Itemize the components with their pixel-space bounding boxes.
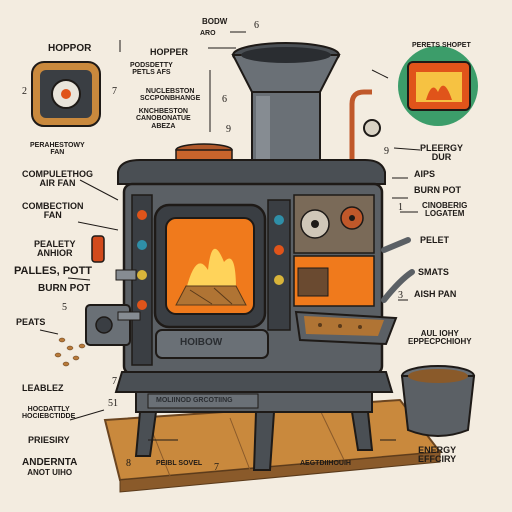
front-plate-text: HOIBOW xyxy=(180,337,223,348)
label-andernta: ANDERNTA ANOT UIHO xyxy=(22,457,78,477)
label-podsdetty-b: PETLS AFS xyxy=(132,69,171,77)
label-aul: AUL IOHY EPPECPCHIOHY xyxy=(408,329,472,347)
ash-pan-drawer xyxy=(294,310,398,346)
label-compul: COMPULETHOG AIR FAN xyxy=(22,169,93,189)
label-burn-pot-right: BURN POT xyxy=(414,185,461,195)
label-burn-pot-left: BURN POT xyxy=(38,283,91,294)
label-knbest: KNCHBESTON CANOBONATUE ABEZA xyxy=(136,108,191,130)
ref-number: 9 xyxy=(226,124,231,135)
fire-door xyxy=(153,203,267,329)
ref-number: 8 xyxy=(126,458,131,469)
label-top-center-b: ARO xyxy=(200,30,216,37)
ref-number: 7 xyxy=(214,462,219,473)
label-combection: COMBECTION FAN xyxy=(22,201,84,221)
stove-top xyxy=(117,159,386,185)
label-andernta-a: ANDERNTA xyxy=(22,457,78,468)
label-hopper-left: HOPPOR xyxy=(48,43,92,54)
label-knbest-a: KNCHBESTON xyxy=(138,108,188,115)
label-pleergy-b: DUR xyxy=(431,152,452,163)
label-cinoberig-b: LOGATEM xyxy=(424,209,465,219)
label-aish-pan: AISH PAN xyxy=(414,289,457,299)
ref-number: 9 xyxy=(384,146,389,157)
label-perhesto-b: FAN xyxy=(50,149,65,157)
label-hocdat-b: HOCIEBCTIDDE xyxy=(22,413,76,421)
label-pelet: PELET xyxy=(420,235,450,245)
auger-feeder xyxy=(85,304,141,346)
label-combection-b: FAN xyxy=(43,210,62,221)
label-energy: ENERGY EFFCIRY xyxy=(418,445,457,465)
ref-number: 51 xyxy=(108,398,118,409)
label-nucleber-a: NUCLEBSTON xyxy=(145,88,195,95)
leader-lines xyxy=(39,31,421,441)
burn-chamber xyxy=(293,255,375,307)
leg-right xyxy=(350,411,374,451)
ref-number: 3 xyxy=(398,290,403,301)
label-hocdat: HOCDATTLY HOCIEBCTIDDE xyxy=(22,406,75,421)
label-pealety: PEALETY ANHIOR xyxy=(34,239,76,259)
side-handle xyxy=(381,237,415,303)
pellet-inset xyxy=(398,46,478,126)
fan-cutaway xyxy=(293,194,375,254)
label-andernta-b: ANOT UIHO xyxy=(27,467,73,477)
label-energy-b: EFFCIRY xyxy=(418,454,457,465)
label-compul-a: COMPULETHOG xyxy=(22,169,93,179)
ash-bucket xyxy=(400,365,476,437)
hopper-inset xyxy=(31,61,101,127)
leg-mid xyxy=(252,411,276,471)
label-cinoberig: CINOBERIG LOGATEM xyxy=(422,201,468,219)
label-perhesto: PERAHESTOWY FAN xyxy=(30,142,85,157)
label-cinoberig-a: CINOBERIG xyxy=(422,201,468,210)
label-podsdetty: PODSDETTY PETLS AFS xyxy=(130,62,173,77)
label-energy-a: ENERGY xyxy=(418,445,457,455)
label-pleergy-a: PLEERGY xyxy=(420,143,464,153)
label-knbest-b: CANOBONATUE xyxy=(136,115,191,123)
label-compul-b: AIR FAN xyxy=(39,178,76,189)
label-priesiry: PRIESIRY xyxy=(28,435,70,445)
ref-number: 7 xyxy=(112,376,117,387)
ref-number: 6 xyxy=(222,94,227,105)
label-floor-text: AEGTDIIHOUIH xyxy=(300,460,351,467)
label-pellets-top: PERETS SHOPET xyxy=(412,42,471,49)
label-knbest-c: ABEZA xyxy=(151,122,176,130)
label-aul-b: EPPECPCHIOHY xyxy=(408,337,472,347)
label-hocdat-a: HOCDATTLY xyxy=(27,406,70,413)
label-leabelez: LEABLEZ xyxy=(22,383,64,393)
label-perhesto-a: PERAHESTOWY xyxy=(30,142,85,149)
label-pealety-b: ANHIOR xyxy=(37,248,73,259)
label-pleergy: PLEERGY DUR xyxy=(420,143,464,163)
leg-left xyxy=(134,411,158,457)
label-nucleber: NUCLEBSTON SCCPONBHANGE xyxy=(140,88,200,103)
label-combection-a: COMBECTION xyxy=(22,201,84,211)
ref-number: 5 xyxy=(62,302,67,313)
stove-base xyxy=(114,371,394,393)
base-plate xyxy=(147,393,259,409)
falling-pellets xyxy=(54,337,86,367)
ref-number: 1 xyxy=(398,202,403,213)
label-hopper-main: HOPPER xyxy=(150,47,189,57)
label-top-center-a: BODW xyxy=(202,17,228,26)
label-podsdetty-a: PODSDETTY xyxy=(130,62,173,69)
label-smats: SMATS xyxy=(418,267,449,277)
label-aul-a: AUL IOHY xyxy=(420,329,459,338)
label-peats: PEATS xyxy=(16,317,46,327)
label-aips: AIPS xyxy=(414,169,436,179)
base-plate-text: MOLIINOD GRCOTIING xyxy=(156,397,233,404)
label-palles-pott: PALLES, POTT xyxy=(14,265,93,277)
label-peibl-sovel: PEIBL SOVEL xyxy=(156,460,203,467)
red-knob xyxy=(91,235,105,263)
label-pealety-a: PEALETY xyxy=(34,239,76,249)
copper-pipe xyxy=(349,89,372,160)
front-plate xyxy=(155,329,269,359)
hopper xyxy=(231,42,341,175)
ref-number: 7 xyxy=(112,86,117,97)
ref-number: 2 xyxy=(22,86,27,97)
ref-number: 6 xyxy=(254,20,259,31)
label-nucleber-b: SCCPONBHANGE xyxy=(140,95,201,103)
